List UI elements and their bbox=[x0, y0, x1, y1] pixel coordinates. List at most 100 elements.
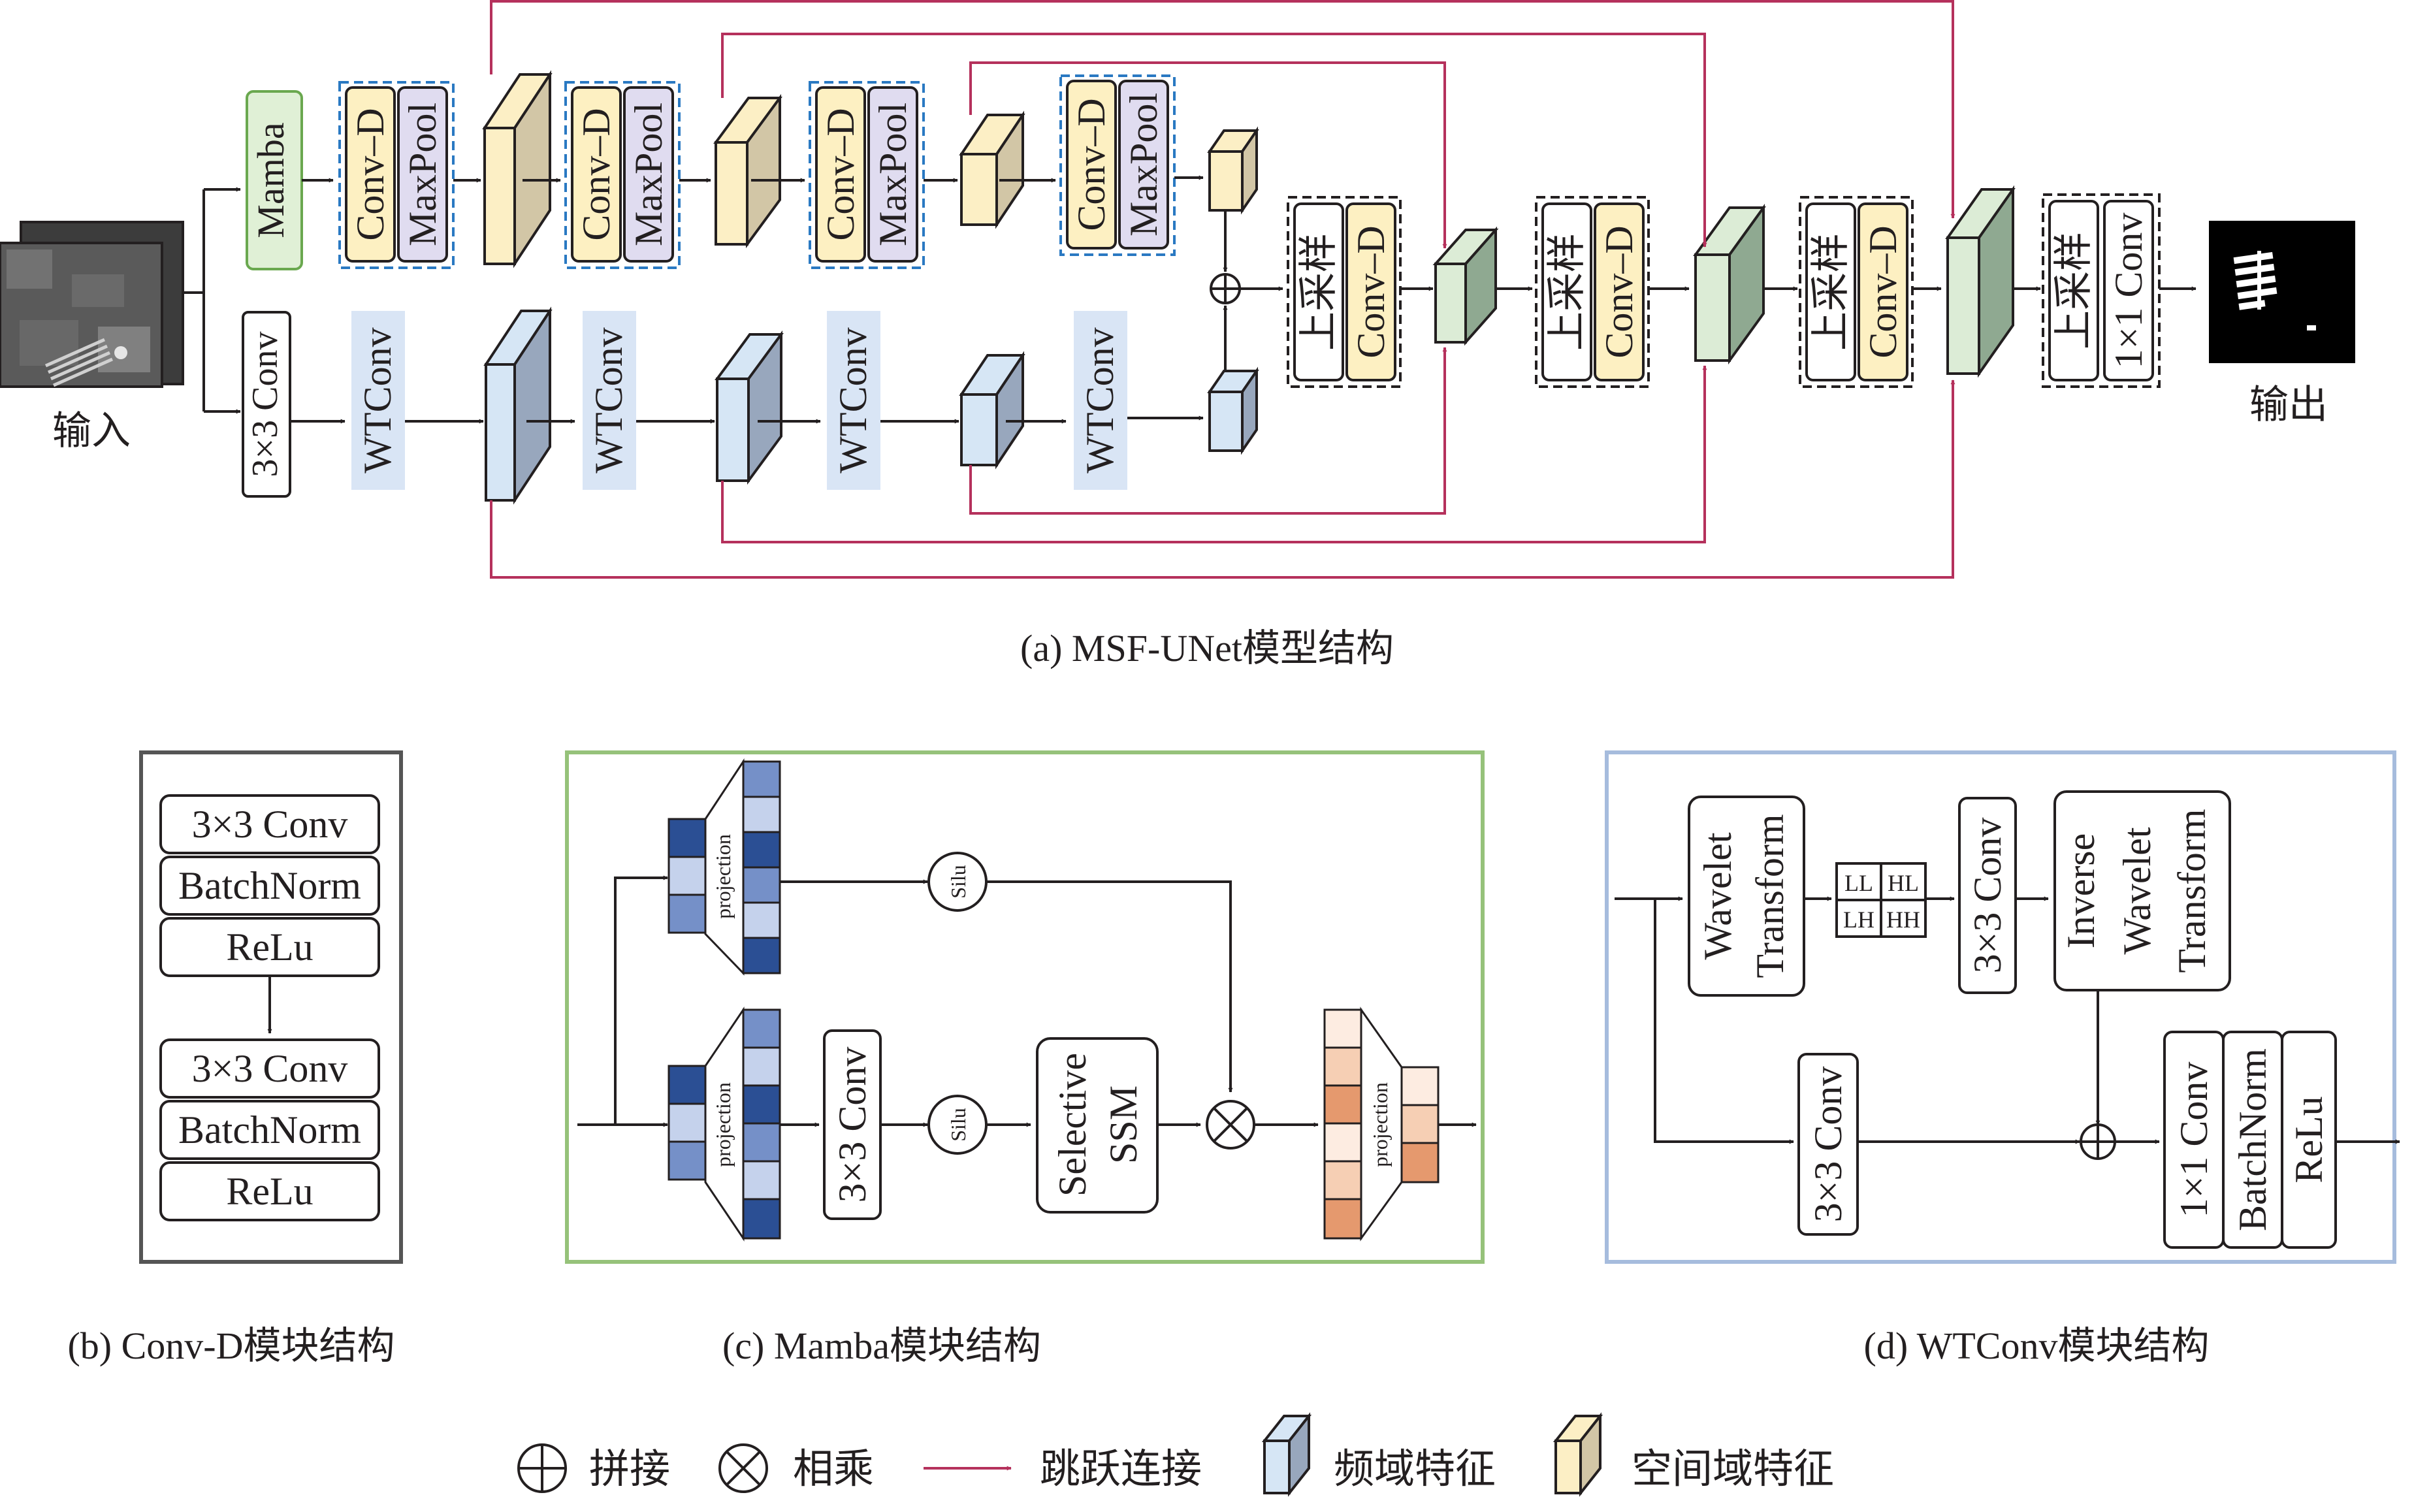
decoder-upsample-group-final: 上采样 1×1 Conv bbox=[2042, 193, 2161, 388]
projection-bottom: projection bbox=[668, 1006, 781, 1242]
convd-relu-label-1: ReLu bbox=[226, 925, 313, 969]
convd-label-1: Conv–D bbox=[349, 108, 392, 240]
convd-relu-label-2: ReLu bbox=[226, 1170, 313, 1213]
panel-c-frame bbox=[565, 750, 1485, 1264]
spatial-feature-block-2 bbox=[713, 93, 782, 249]
spatial-feature-block-1 bbox=[482, 70, 553, 268]
panel-b-frame bbox=[139, 750, 403, 1264]
concat-icon-bottleneck bbox=[1210, 273, 1241, 304]
subband-ll: LL bbox=[1844, 870, 1873, 896]
wt-relu-box bbox=[2281, 1031, 2337, 1249]
wt-conv1x1-label: 1×1 Conv bbox=[2172, 1062, 2215, 1218]
projection-label-top: projection bbox=[711, 834, 735, 919]
dec-convd-label-2: Conv–D bbox=[1598, 225, 1641, 358]
maxpool-label-1: MaxPool bbox=[401, 103, 444, 246]
legend-concat-icon bbox=[517, 1443, 567, 1493]
silu-label-top: Silu bbox=[946, 865, 970, 899]
wtconv-label-3: WTConv bbox=[831, 327, 875, 473]
wt-residual-conv3x3-box bbox=[1797, 1053, 1859, 1236]
convd-conv-label-2: 3×3 Conv bbox=[192, 1047, 348, 1090]
mamba-conv3x3-label: 3×3 Conv bbox=[831, 1047, 874, 1203]
convd-relu-box-2 bbox=[159, 1161, 380, 1221]
projection-label-output: projection bbox=[1368, 1082, 1392, 1167]
legend-multiply-icon bbox=[718, 1443, 768, 1493]
wt-residual-arrow bbox=[1654, 899, 1794, 1144]
convd-bn-label-1: BatchNorm bbox=[178, 864, 361, 907]
wt-label-1: Wavelet bbox=[1696, 832, 1739, 959]
ssm-label-2: SSM bbox=[1102, 1086, 1145, 1164]
convd-label-2: Conv–D bbox=[575, 108, 618, 240]
skip-connection-bottom-1 bbox=[969, 347, 1447, 515]
spatial-feature-block-3 bbox=[959, 110, 1025, 229]
wavelet-transform-box bbox=[1688, 796, 1805, 997]
frequency-feature-block-bottleneck bbox=[1207, 366, 1259, 455]
legend-skip-label: 跳跃连接 bbox=[1040, 1447, 1202, 1492]
upsample-label-1: 上采样 bbox=[1297, 233, 1340, 351]
input-branch-line bbox=[183, 189, 205, 411]
decoder-upsample-group-2: 上采样 Conv–D bbox=[1535, 196, 1650, 388]
spatial-feature-block-bottleneck bbox=[1207, 126, 1259, 215]
wtconv-label-2: WTConv bbox=[587, 327, 630, 473]
silu-label-bottom: Silu bbox=[946, 1108, 970, 1142]
iwt-label-1: Inverse bbox=[2059, 833, 2102, 949]
wtconv-label-1: WTConv bbox=[356, 327, 399, 473]
wt-relu-label: ReLu bbox=[2287, 1096, 2330, 1183]
panel-d: Wavelet Transform LL HL LH HH 3×3 Conv I… bbox=[1605, 750, 2400, 1367]
frequency-feature-block-1 bbox=[483, 306, 553, 505]
legend-concat-label: 拼接 bbox=[589, 1447, 670, 1492]
legend: 拼接 相乘 跳跃连接 频域特征 空间域特征 bbox=[517, 1412, 1834, 1497]
wt-conv3x3-label: 3×3 Conv bbox=[1966, 818, 2009, 974]
dec-convd-label-3: Conv–D bbox=[1861, 225, 1905, 358]
convd-conv-label-1: 3×3 Conv bbox=[192, 803, 348, 846]
panel-b: 3×3 Conv BatchNorm ReLu 3×3 Conv BatchNo… bbox=[67, 750, 403, 1367]
start-conv3x3-block bbox=[242, 311, 291, 498]
wtconv-label-4: WTConv bbox=[1078, 327, 1121, 473]
wt-bn-label: BatchNorm bbox=[2231, 1048, 2274, 1231]
input-label: 输入 bbox=[52, 410, 131, 453]
wt-residual-conv3x3-label: 3×3 Conv bbox=[1807, 1067, 1850, 1223]
upsample-label-final: 上采样 bbox=[2052, 232, 2095, 349]
wt-conv3x3-box bbox=[1958, 797, 2017, 994]
concat-icon-wtconv bbox=[2080, 1123, 2116, 1160]
upsample-label-3: 上采样 bbox=[1809, 233, 1852, 351]
output-label: 输出 bbox=[2249, 383, 2328, 426]
encoder-convd-group-4: Conv–D MaxPool bbox=[1059, 74, 1176, 256]
decoder-upsample-group-1: 上采样 Conv–D bbox=[1287, 196, 1402, 388]
panel-a: 输入 Mamba 3×3 Conv Conv–D MaxPool bbox=[0, 0, 2355, 669]
silu-top-to-multiply bbox=[986, 880, 1233, 1093]
convd-conv-box-2 bbox=[159, 1038, 380, 1099]
encoder-convd-group-1: Conv–D MaxPool bbox=[338, 81, 455, 269]
iwt-label-2: Wavelet bbox=[2116, 827, 2159, 954]
skip-connection-top-2 bbox=[721, 33, 1707, 248]
skip-connection-bottom-2 bbox=[721, 365, 1707, 543]
convd-bn-label-2: BatchNorm bbox=[178, 1108, 361, 1151]
wt-label-2: Transform bbox=[1748, 814, 1792, 978]
frequency-feature-block-2 bbox=[715, 330, 784, 485]
panel-b-caption: (b) Conv-D模块结构 bbox=[67, 1325, 394, 1367]
skip-connection-top-3 bbox=[490, 0, 1955, 219]
encoder-convd-group-2: Conv–D MaxPool bbox=[564, 81, 681, 269]
ssm-label-1: Selective bbox=[1051, 1053, 1094, 1197]
projection-output: projection bbox=[1323, 1006, 1440, 1242]
panel-c: projection Silu projection 3×3 Conv Silu… bbox=[565, 750, 1485, 1367]
subband-hl: HL bbox=[1888, 870, 1919, 896]
output-image bbox=[2209, 221, 2355, 363]
frequency-feature-block-3 bbox=[959, 351, 1025, 470]
conv1x1-label-final: 1×1 Conv bbox=[2107, 213, 2150, 369]
start-conv3x3-label: 3×3 Conv bbox=[245, 332, 285, 477]
skip-connection-top-1 bbox=[969, 61, 1447, 249]
legend-spatial-label: 空间域特征 bbox=[1632, 1447, 1834, 1492]
wtconv-block-2 bbox=[583, 311, 636, 490]
subband-grid: LL HL LH HH bbox=[1835, 862, 1927, 938]
inverse-wavelet-transform-box bbox=[2053, 790, 2231, 991]
multiply-icon-mamba bbox=[1206, 1100, 1255, 1150]
projection-top: projection bbox=[668, 758, 781, 976]
subband-lh: LH bbox=[1843, 907, 1875, 933]
subband-hh: HH bbox=[1886, 907, 1920, 933]
fusion-feature-block-2 bbox=[1693, 203, 1766, 365]
input-image bbox=[0, 221, 184, 388]
legend-spatial-cube bbox=[1553, 1412, 1603, 1497]
dec-convd-label-1: Conv–D bbox=[1349, 225, 1392, 358]
panel-d-caption: (d) WTConv模块结构 bbox=[1864, 1325, 2210, 1367]
maxpool-label-2: MaxPool bbox=[627, 103, 670, 246]
